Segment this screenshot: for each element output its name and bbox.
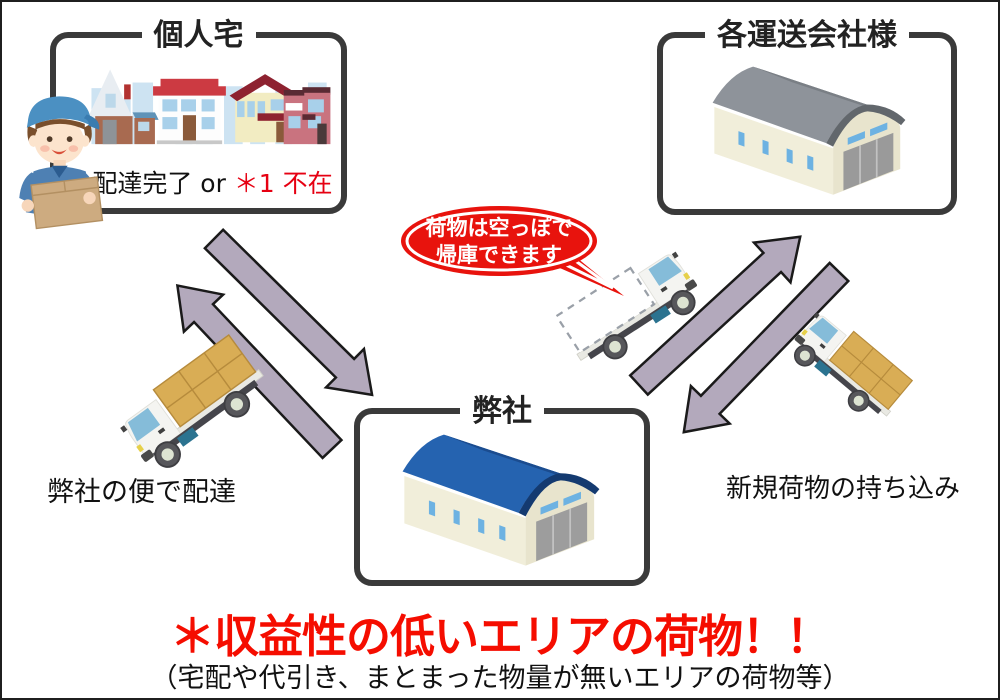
house-gable-icon [87,69,159,145]
speech-bubble: 荷物は空っぽで 帰庫できます [401,206,624,296]
warehouse-blue-icon [402,434,600,566]
house-two-story-icon [153,78,226,145]
house-yellow-icon [229,74,301,143]
houses-illustration [87,69,331,145]
loaded-truck-to-homes-icon [120,334,264,468]
our-company-box: 弊社 [354,392,650,586]
warehouse-gray-icon [712,66,906,195]
delivery-person-icon [19,96,104,230]
carrier-companies-title: 各運送会社様 [705,16,909,56]
footer-note-red: ＊収益性の低いエリアの荷物！！ [169,610,831,663]
individual-homes-title: 個人宅 [141,16,256,56]
arrow-to-carriers-icon [628,235,802,397]
bubble-line2: 帰庫できます [436,243,562,267]
carrier-companies-box: 各運送会社様 [657,16,957,215]
loaded-truck-new-cargo-icon [793,312,914,417]
footer-note-black: （宅配や代引き、まとまった物量が無いエリアの荷物等） [150,663,850,694]
arrow-homes-to-company-icon [203,227,374,397]
apartment-building-icon [283,87,331,145]
empty-truck-icon [554,251,697,361]
arrow-carriers-to-company-icon [682,261,851,434]
individual-homes-box: 個人宅 [50,16,347,214]
homes-caption-red: ＊1 不在 [233,169,333,198]
our-company-title: 弊社 [460,392,544,432]
homes-caption-black: 配達完了 or [92,169,234,198]
new-cargo-dropoff-label: 新規荷物の持ち込み [726,474,961,504]
homes-caption: 配達完了 or ＊1 不在 [56,164,341,200]
bubble-line1: 荷物は空っぽで [426,216,573,240]
delivery-by-our-service-label: 弊社の便で配達 [47,477,236,508]
